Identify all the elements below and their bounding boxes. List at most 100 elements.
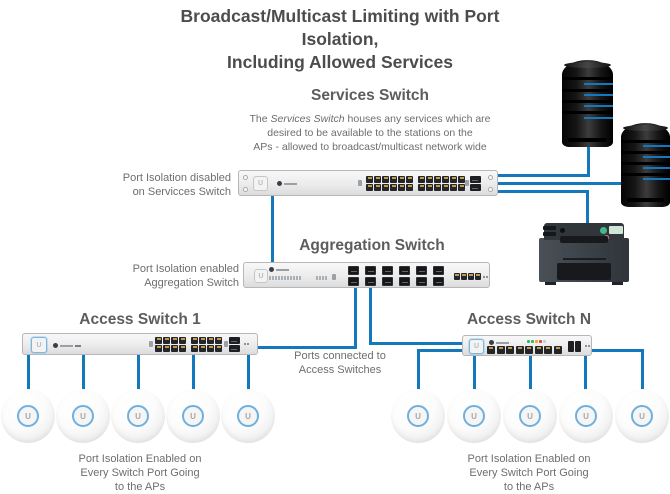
- ethernet-port: [163, 345, 170, 352]
- ethernet-port: [398, 176, 405, 183]
- printer-knob: [560, 228, 565, 233]
- ethernet-port: [179, 337, 186, 344]
- ethernet-port: [199, 337, 206, 344]
- brand-logo: [269, 267, 289, 272]
- brand-logo: [489, 340, 509, 345]
- logo-dot-icon: [269, 267, 274, 272]
- printer-foot: [612, 282, 623, 285]
- ethernet-port: [382, 176, 389, 183]
- printer-display: [609, 226, 623, 234]
- connection-line: [529, 354, 532, 391]
- connection-line: [586, 190, 589, 224]
- ethernet-port: [199, 345, 206, 352]
- connection-line: [473, 354, 476, 391]
- led-strip: [527, 340, 546, 343]
- ethernet-port: [171, 337, 178, 344]
- ap-logo-ring: U: [72, 405, 94, 427]
- ethernet-port: [374, 184, 381, 191]
- connection-line: [354, 288, 357, 349]
- sfp-port: [568, 341, 574, 352]
- aggregation-switch-device: U: [243, 262, 490, 288]
- printer-slot: [543, 226, 556, 230]
- led-row: [269, 276, 301, 280]
- ethernet-port: [442, 184, 449, 191]
- sfp-port: [382, 266, 393, 275]
- connection-line: [369, 288, 372, 345]
- sfp-port: [433, 277, 444, 286]
- connection-line: [584, 354, 587, 391]
- access-point: U: [1, 389, 55, 443]
- description-suffix: houses any services which are desired to…: [253, 113, 491, 153]
- ethernet-port: [454, 273, 460, 280]
- server-base-slot: [568, 138, 607, 142]
- access-point: U: [56, 389, 110, 443]
- ethernet-port: [434, 184, 441, 191]
- status-glyph-icon: [224, 341, 228, 347]
- ethernet-port: [374, 176, 381, 183]
- ap-right-label: Port Isolation Enabled on Every Switch P…: [467, 453, 591, 494]
- switch-chassis: U: [22, 333, 258, 355]
- ap-logo-ring: U: [407, 405, 429, 427]
- indicator-dots: [585, 345, 590, 347]
- services-switch-heading: Services Switch: [310, 87, 430, 104]
- connection-line: [641, 349, 644, 391]
- ethernet-port: [458, 176, 465, 183]
- ethernet-port: [191, 345, 198, 352]
- access-point: U: [166, 389, 220, 443]
- logo-bar-icon: [75, 344, 81, 347]
- ethernet-port: [207, 337, 214, 344]
- diagram-title: Broadcast/Multicast Limiting with Port I…: [180, 6, 500, 73]
- led-row: [316, 276, 327, 280]
- access-point: U: [503, 389, 557, 443]
- switch-chassis: U: [243, 262, 490, 288]
- sfp-port: [575, 341, 581, 352]
- ethernet-port: [450, 176, 457, 183]
- ethernet-port: [215, 345, 222, 352]
- printer-slot: [543, 232, 556, 236]
- connection-line: [247, 352, 250, 391]
- ethernet-port: [418, 176, 425, 183]
- screw-hole: [243, 175, 248, 180]
- ethernet-port: [366, 184, 373, 191]
- unifi-logo-button: U: [469, 339, 484, 354]
- unifi-logo-button: U: [254, 269, 268, 283]
- connection-line: [192, 352, 195, 391]
- screw-hole: [243, 187, 248, 192]
- connection-line: [137, 352, 140, 391]
- logo-bar-icon: [284, 182, 297, 185]
- connection-line: [82, 352, 85, 391]
- ethernet-port: [450, 184, 457, 191]
- ethernet-port: [544, 346, 552, 354]
- ethernet-port: [468, 273, 474, 280]
- status-glyph-icon: [149, 341, 153, 347]
- access-switch-n-heading: Access Switch N: [466, 311, 592, 328]
- services-switch-side-label: Port Isolation disabled on Servicces Swi…: [122, 172, 231, 199]
- connection-line: [498, 174, 590, 177]
- ethernet-port: [390, 176, 397, 183]
- port-grid: [487, 346, 562, 354]
- sfp-port: [365, 277, 376, 286]
- services-switch-device: U: [238, 170, 498, 196]
- ethernet-port: [215, 337, 222, 344]
- brand-logo: [53, 343, 81, 348]
- ap-logo-ring: U: [631, 405, 653, 427]
- panel-seam: [563, 258, 606, 260]
- logo-dot-icon: [53, 343, 58, 348]
- connection-line: [498, 190, 589, 193]
- sfp-port: [382, 277, 393, 286]
- sfp-port: [348, 266, 359, 275]
- ap-logo-ring: U: [17, 405, 39, 427]
- logo-dot-icon: [277, 181, 282, 186]
- paper-output-slot: [560, 236, 608, 243]
- logo-bar-icon: [60, 344, 73, 347]
- sfp-port: [416, 277, 427, 286]
- ethernet-port: [398, 184, 405, 191]
- ethernet-port: [406, 176, 413, 183]
- logo-bar-icon: [496, 341, 509, 344]
- sfp-grid: [229, 337, 240, 352]
- paper-tray: [557, 263, 611, 280]
- port-grid: [155, 337, 222, 352]
